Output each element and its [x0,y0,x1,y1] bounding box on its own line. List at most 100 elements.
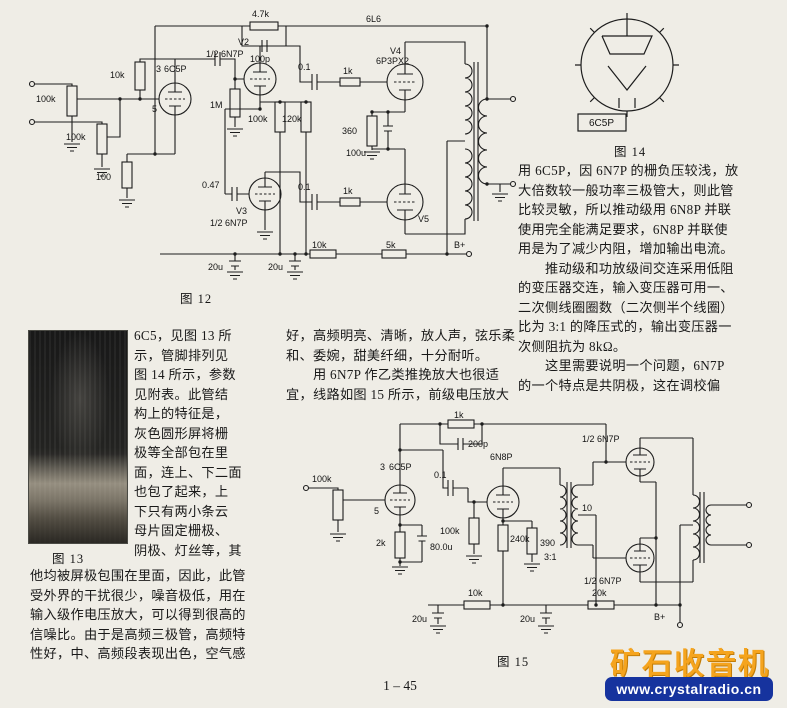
text-line: 阴极、灯丝等，其 [134,542,242,558]
component-label: 1/2 6N7P [210,218,248,228]
component-label: 20u [520,614,536,624]
tube-6c5p [384,484,416,516]
tube-v1 [158,82,192,116]
component-label: 360 [342,126,358,136]
figure-caption: 图 14 [614,145,647,159]
figure-caption: 图 13 [52,552,85,566]
text-line: 面，连上、下二面 [134,464,242,480]
component-label: 20u [268,262,284,272]
component-label: 100p [250,54,271,64]
text-line: 用 6N7P 作乙类推挽放大也很适 [286,367,500,382]
tube-6n7p-bottom [625,543,655,573]
terminals [28,80,517,258]
text-line: 的变压器交连，输入变压器可用一、 [518,280,734,295]
text-line: 灰色圆形屏将栅 [134,425,229,441]
resistors [332,419,615,610]
component-label: 3 [156,64,162,74]
text-line: 构上的特征是， [134,406,229,421]
fig12-schematic: 4.7k 100p 6L6 V2 1/2 6N7P V4 6P3PX2 3 6C… [10,4,550,304]
watermark-url: www.crystalradio.cn [605,677,773,701]
component-label: 390 [540,538,556,548]
component-label: V4 [390,46,402,56]
component-label: 5 [374,506,380,516]
component-label: 20u [208,262,224,272]
component-label: 6C5P [389,462,412,472]
text-line: 比为 3:1 的降压式的，输出变压器一 [518,319,732,334]
component-label: 2k [376,538,386,548]
text-line: 的一个特点是共阴极，这在调校偏 [518,377,721,393]
text-line: 受外界的干扰很少，噪音极低，用在 [30,587,246,603]
tube-6n8p [486,485,520,519]
component-label: 10k [110,70,125,80]
fig14-pinout: 6C5P [552,8,722,148]
text-line: 信噪比。由于是高频三极管，高频特 [30,626,246,642]
component-label: 1/2 6N7P [206,49,244,59]
component-label: 100 [96,172,112,182]
text-line: 用是为了减少内阻，增加输出电流。 [518,241,734,256]
text-line: 示，管脚排列见 [134,347,229,363]
component-label: 3 [380,462,386,472]
text-line: 用 6C5P，因 6N7P 的栅负压较浅，放 [518,163,739,178]
component-label: 10k [312,240,327,250]
component-label: 1k [343,186,353,196]
component-label: 100k [66,132,86,142]
capacitors [214,40,393,267]
fig12-drawing [28,21,517,280]
component-label: 6C5P [164,64,187,74]
text-line: 性好，中、高频段表现出色，空气感 [30,646,246,661]
component-label: 5k [386,240,396,250]
component-label: 0.1 [298,182,311,192]
component-label: 6N8P [490,452,513,462]
text-line: 二次侧线圈圈数（二次侧半个线圈） [518,299,734,315]
text-line: 推动级和功放级间交连采用低阻 [518,260,734,276]
text-line: 极等全部包在里 [134,445,229,460]
text-line: 见附表。此管结 [134,386,229,402]
figure13-tube-photo [28,330,128,544]
component-label: V3 [236,206,248,216]
text-line: 图 14 所示，参数 [134,367,236,382]
tube-v3 [248,177,282,211]
junction-dots [398,422,682,607]
text-line: 也包了起来，上 [134,484,229,499]
component-label: 10 [582,503,593,513]
middle-column: 好，高频明亮、清晰，放人声，弦乐柔 和、委婉，甜美纤细，十分耐听。 用 6N7P… [286,326,526,404]
wires [308,423,746,624]
watermark-title: 矿石收音机 [610,648,770,681]
component-label: 6L6 [366,14,382,24]
fig15-drawing [302,419,753,634]
terminals [302,484,753,629]
text-line: 6C5，见图 13 所 [134,328,232,343]
wires [34,25,510,270]
component-label: 5 [152,104,158,114]
component-label: 120k [282,114,302,124]
text-line: 这里需要说明一个问题，6N7P [518,358,725,373]
page-number: 1 – 45 [383,678,417,693]
grounds [64,128,508,280]
capacitors [417,438,552,619]
component-label: 100k [36,94,56,104]
component-label: 0.1 [298,62,311,72]
output-transformer [464,62,488,221]
text-line: 好，高频明亮、清晰，放人声，弦乐柔 [286,328,516,343]
component-label: 1/2 6N7P [584,576,622,586]
component-label: V5 [418,214,430,224]
tube-name-box [577,113,627,132]
component-label: 100k [440,526,460,536]
text-line: 比较灵敏，所以推动级用 6N8P 并联 [518,202,732,217]
interstage-transformer [559,482,579,548]
left-wide-column: 他均被屏极包围在里面，因此，此管 受外界的干扰很少，噪音极低，用在 输入级作电压… [30,566,276,664]
component-label: 6P3PX2 [376,56,410,66]
text-line: 输入级作电压放大，可以得到很高的 [30,607,246,622]
component-label: 3:1 [544,552,557,562]
component-label: 200p [468,439,489,449]
tube-internal-elements [601,19,653,108]
figure-caption: 图 15 [497,655,530,669]
component-label: 4.7k [252,9,270,19]
tube-v2 [243,62,277,96]
figure-caption: 图 12 [180,292,213,306]
component-label: V2 [238,37,250,47]
tube-v5 [386,183,424,221]
component-label: 1k [343,66,353,76]
component-label: 20u [412,614,428,624]
component-label: B+ [654,612,666,622]
